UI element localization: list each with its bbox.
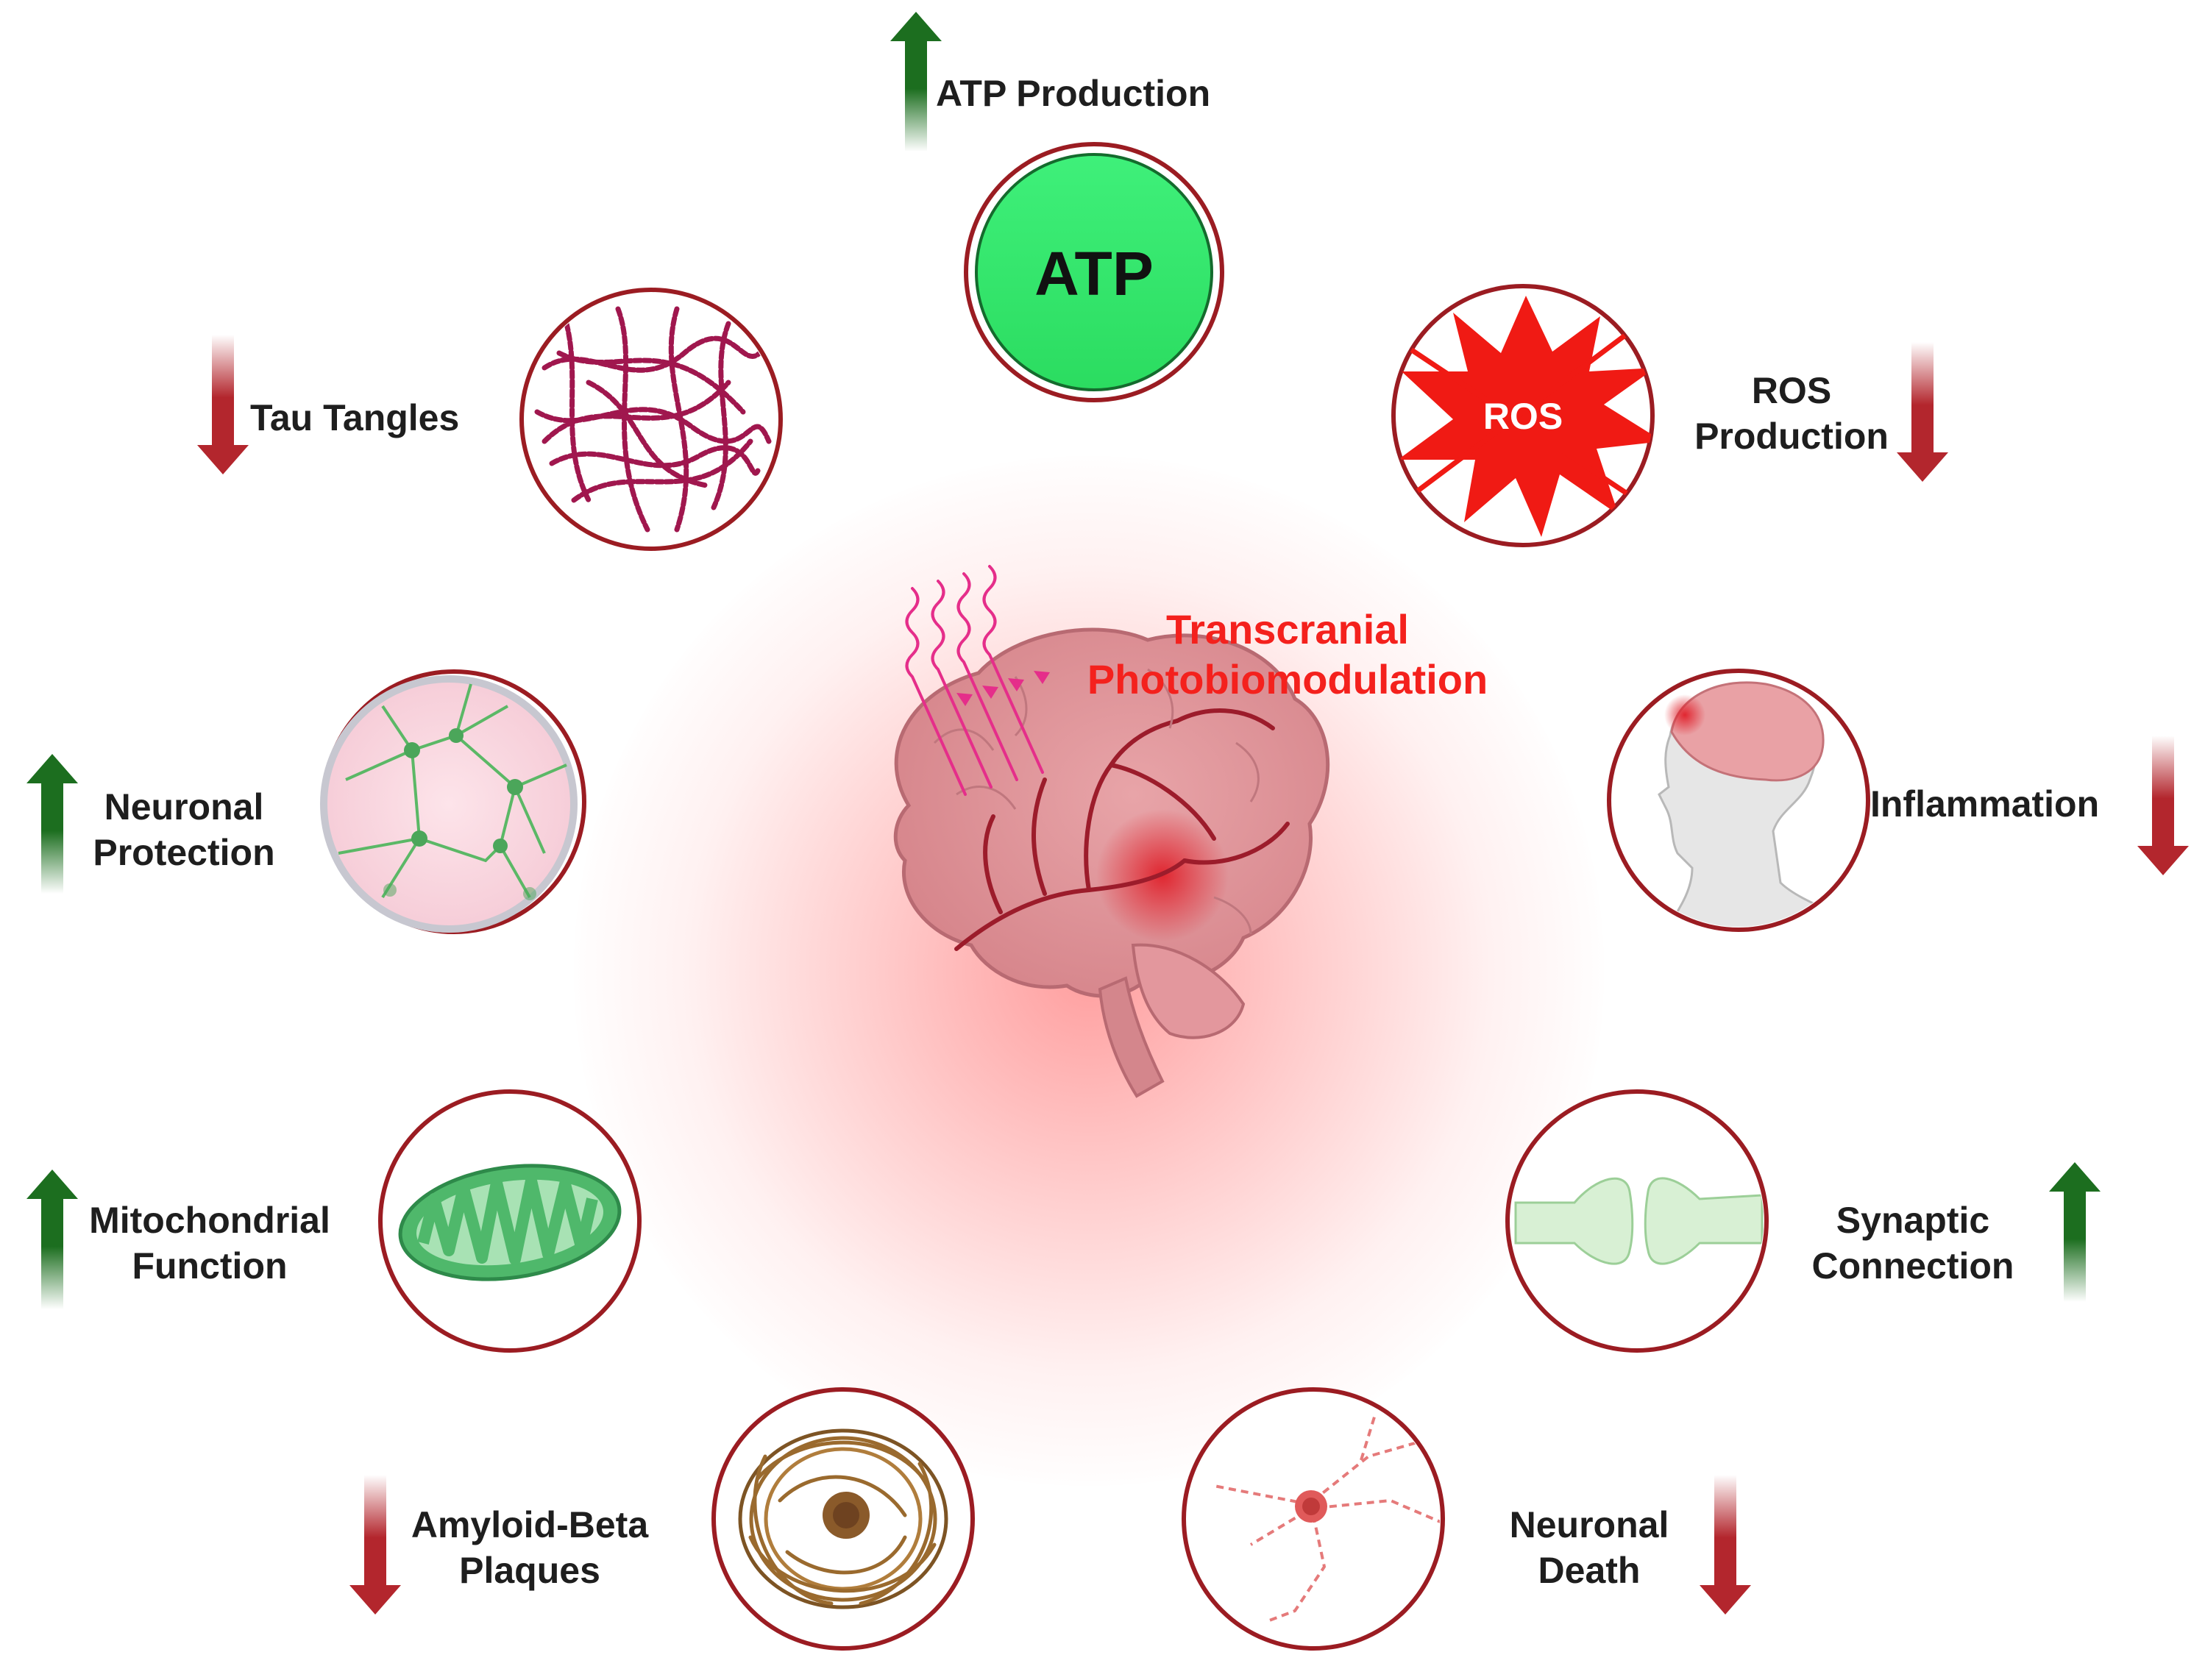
light-arrowheads [956,671,1050,706]
neuronal-protection-dish [320,669,586,934]
ros-production-label: ROS Production [1694,370,1889,457]
mitochondrial-up-arrow [26,1170,78,1309]
synaptic-up-arrow [2049,1162,2101,1302]
tau-tangles-label: Tau Tangles [250,397,460,438]
tau-down-arrow [197,335,249,474]
atp-circle-text: ATP [1034,239,1154,308]
inflammation-circle [1607,669,1870,932]
center-title-line2: Photobiomodulation [1087,656,1488,702]
amyloid-plaque-circle [711,1387,975,1651]
center-title: Transcranial Photobiomodulation [1030,605,1545,705]
brain-illustration [893,627,1330,1098]
light-waves-icon [905,565,1044,796]
amyloid-beta-plaques-label: Amyloid-Beta Plaques [411,1504,649,1591]
inflammation-label: Inflammation [1870,783,2100,825]
center-title-line1: Transcranial [1166,606,1409,652]
neuronal-protection-label: Neuronal Protection [93,786,275,873]
mitochondria-circle [378,1089,642,1353]
amyloid-down-arrow [349,1475,401,1615]
neuronal-protection-up-arrow [26,754,78,894]
mitochondrial-function-label: Mitochondrial Function [89,1200,330,1286]
atp-production-label: ATP Production [936,73,1211,114]
neuronal-death-down-arrow [1700,1475,1751,1615]
tau-tangles-circle [519,288,783,551]
neuronal-death-circle [1182,1387,1445,1651]
ros-circle-text: ROS [1483,396,1563,437]
neuronal-death-label: Neuronal Death [1509,1504,1669,1591]
atp-up-arrow [890,12,942,152]
synaptic-connection-label: Synaptic Connection [1811,1200,2014,1286]
inflammation-down-arrow [2137,736,2189,875]
atp-circle [964,142,1224,402]
ros-circle [1391,284,1655,547]
synaptic-circle [1505,1089,1769,1353]
ros-down-arrow [1897,342,1948,482]
